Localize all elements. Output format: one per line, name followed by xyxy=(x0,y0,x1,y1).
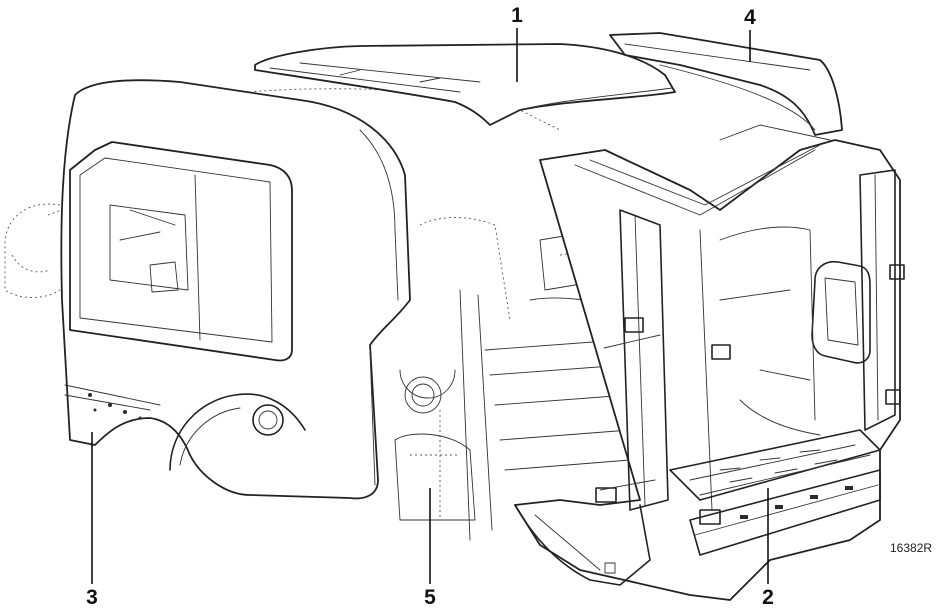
rear-roof-member xyxy=(609,32,843,136)
callout-label-1: 1 xyxy=(511,4,523,27)
callout-1: 1 xyxy=(511,4,523,82)
callout-label-2: 2 xyxy=(762,586,774,609)
sill-slots xyxy=(740,486,853,519)
ghost-front-body xyxy=(4,203,63,298)
left-side-panel xyxy=(60,79,411,500)
callout-label-3: 3 xyxy=(86,586,98,609)
roof-panel xyxy=(254,43,676,126)
callout-5: 5 xyxy=(424,488,436,609)
hinge-brackets xyxy=(595,264,905,525)
reference-code: 16382R xyxy=(890,541,932,555)
callout-2: 2 xyxy=(762,488,774,609)
callout-4: 4 xyxy=(744,6,756,62)
callout-label-4: 4 xyxy=(744,6,756,29)
rear-frame-panel xyxy=(514,124,905,601)
callout-label-5: 5 xyxy=(424,586,436,609)
callout-3: 3 xyxy=(86,432,98,609)
sill-holes xyxy=(88,393,142,420)
